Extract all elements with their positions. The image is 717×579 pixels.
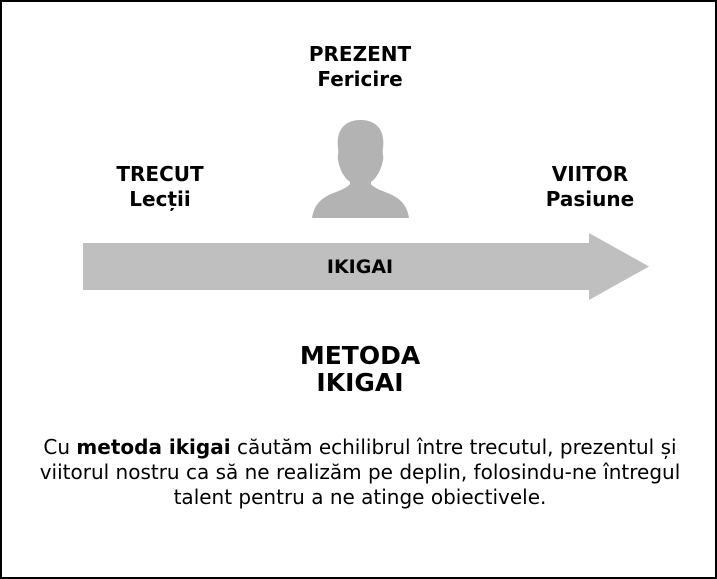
person-silhouette-icon bbox=[312, 120, 409, 218]
present-title: PREZENT bbox=[308, 42, 412, 66]
future-label: VIITOR Pasiune bbox=[490, 162, 690, 212]
right-arrow-icon bbox=[83, 233, 649, 300]
person-head bbox=[337, 120, 384, 186]
past-label: TRECUT Lecții bbox=[60, 162, 260, 212]
past-subtitle: Lecții bbox=[129, 187, 191, 211]
description-paragraph: Cu metoda ikigai căutăm echilibrul între… bbox=[30, 435, 690, 510]
description-emphasis: metoda ikigai bbox=[76, 435, 231, 459]
past-title: TRECUT bbox=[116, 162, 204, 186]
arrow-label: IKIGAI bbox=[326, 256, 394, 278]
method-title: METODA IKIGAI bbox=[210, 342, 510, 396]
method-title-line1: METODA bbox=[299, 341, 421, 370]
person-shoulders bbox=[312, 183, 409, 218]
description-suffix: căutăm echilibrul între trecutul, prezen… bbox=[39, 435, 681, 509]
future-subtitle: Pasiune bbox=[545, 187, 635, 211]
present-subtitle: Fericire bbox=[317, 67, 403, 91]
description-prefix: Cu bbox=[43, 435, 77, 459]
future-title: VIITOR bbox=[551, 162, 629, 186]
arrow-shape bbox=[83, 233, 649, 300]
present-label: PREZENT Fericire bbox=[260, 42, 460, 92]
method-title-line2: IKIGAI bbox=[316, 368, 404, 397]
